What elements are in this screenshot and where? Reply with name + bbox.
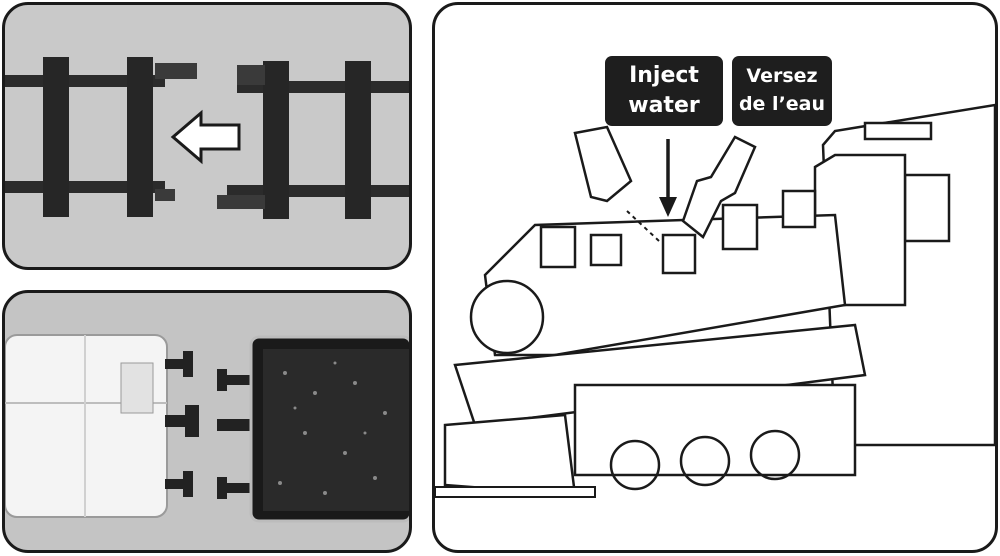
coal-load	[263, 349, 409, 511]
filler-cap	[573, 125, 633, 203]
cab-window	[903, 173, 951, 243]
left-connector-tab	[155, 63, 197, 79]
left-tie-2	[127, 57, 153, 217]
smokestack	[539, 225, 577, 269]
right-connector-slot	[237, 65, 265, 85]
running-board	[453, 323, 867, 427]
track-base	[435, 486, 596, 498]
cab-roof-vent	[863, 121, 933, 141]
wheel-1	[609, 439, 661, 491]
cowcatcher	[443, 413, 577, 497]
wheel-3	[749, 429, 801, 481]
arrow-down-icon	[659, 197, 677, 217]
track-connection-panel	[2, 2, 412, 270]
left-tie-1	[43, 57, 69, 217]
water-filler-opening	[661, 233, 697, 275]
chassis	[573, 383, 857, 477]
left-connector-slot	[155, 189, 175, 201]
steam-dome	[721, 203, 759, 251]
wheel-2	[679, 435, 731, 487]
arrow-left-icon	[170, 109, 241, 165]
sand-dome	[781, 189, 817, 229]
right-connector-tab	[217, 195, 265, 209]
coal-car-couplers	[217, 369, 257, 499]
versez-eau-label: Versez de l’eau	[732, 56, 832, 126]
right-tie-1	[263, 61, 289, 219]
smokebox-door	[469, 279, 545, 355]
track-illustration	[5, 57, 409, 219]
locomotive-illustration	[435, 103, 995, 498]
dome-front	[589, 233, 623, 267]
locomotive-panel	[432, 2, 998, 553]
right-tie-2	[345, 61, 371, 219]
tender-couplers	[165, 351, 199, 497]
coupler-illustration	[5, 334, 409, 523]
tender-vent	[120, 362, 154, 414]
coupler-connection-panel	[2, 290, 412, 553]
water-bottle	[681, 135, 757, 239]
inject-water-label: Inject water	[605, 56, 723, 126]
